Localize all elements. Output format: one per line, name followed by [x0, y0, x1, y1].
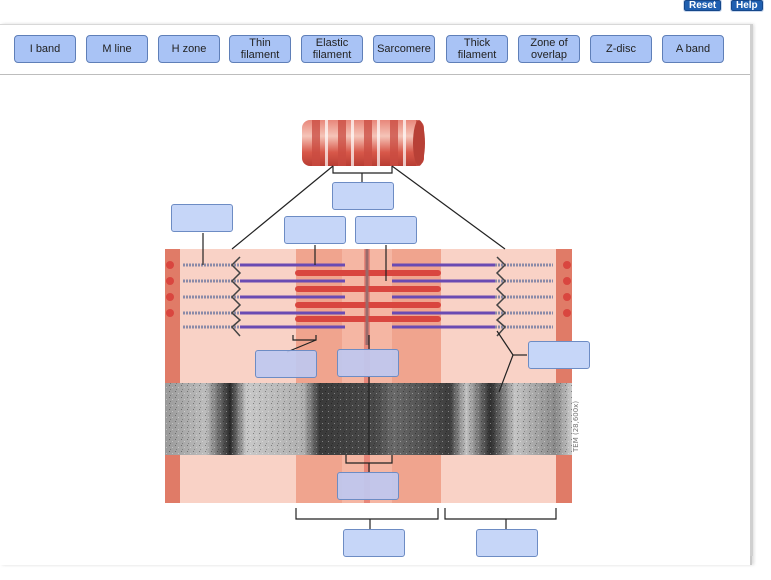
label-elastic-filament[interactable]: Elastic filament: [301, 35, 363, 63]
reset-button[interactable]: Reset: [682, 0, 723, 12]
label-thick-filament[interactable]: Thick filament: [446, 35, 508, 63]
drop-target-7[interactable]: [337, 472, 399, 500]
label-thin-filament[interactable]: Thin filament: [229, 35, 291, 63]
label-a-band[interactable]: A band: [662, 35, 724, 63]
drop-target-1[interactable]: [171, 204, 233, 232]
label-m-line[interactable]: M line: [86, 35, 148, 63]
drop-target-6[interactable]: [528, 341, 590, 369]
tem-caption: TEM (28,600x): [572, 401, 580, 453]
drop-target-5[interactable]: [337, 349, 399, 377]
myofibril-cylinder: [302, 120, 425, 166]
label-zone-of-overlap[interactable]: Zone of overlap: [518, 35, 580, 63]
drop-target-sarcomere[interactable]: [332, 182, 394, 210]
drop-target-8[interactable]: [343, 529, 405, 557]
label-h-zone[interactable]: H zone: [158, 35, 220, 63]
label-bank: I band M line H zone Thin filament Elast…: [0, 25, 750, 75]
filaments: [166, 249, 571, 345]
drop-target-3[interactable]: [355, 216, 417, 244]
drop-target-2[interactable]: [284, 216, 346, 244]
drop-target-9[interactable]: [476, 529, 538, 557]
leader-lines: [202, 165, 557, 529]
label-i-band[interactable]: I band: [14, 35, 76, 63]
label-z-disc[interactable]: Z-disc: [590, 35, 652, 63]
help-button[interactable]: Help: [730, 0, 764, 12]
label-sarcomere[interactable]: Sarcomere: [373, 35, 435, 63]
drop-target-4[interactable]: [255, 350, 317, 378]
